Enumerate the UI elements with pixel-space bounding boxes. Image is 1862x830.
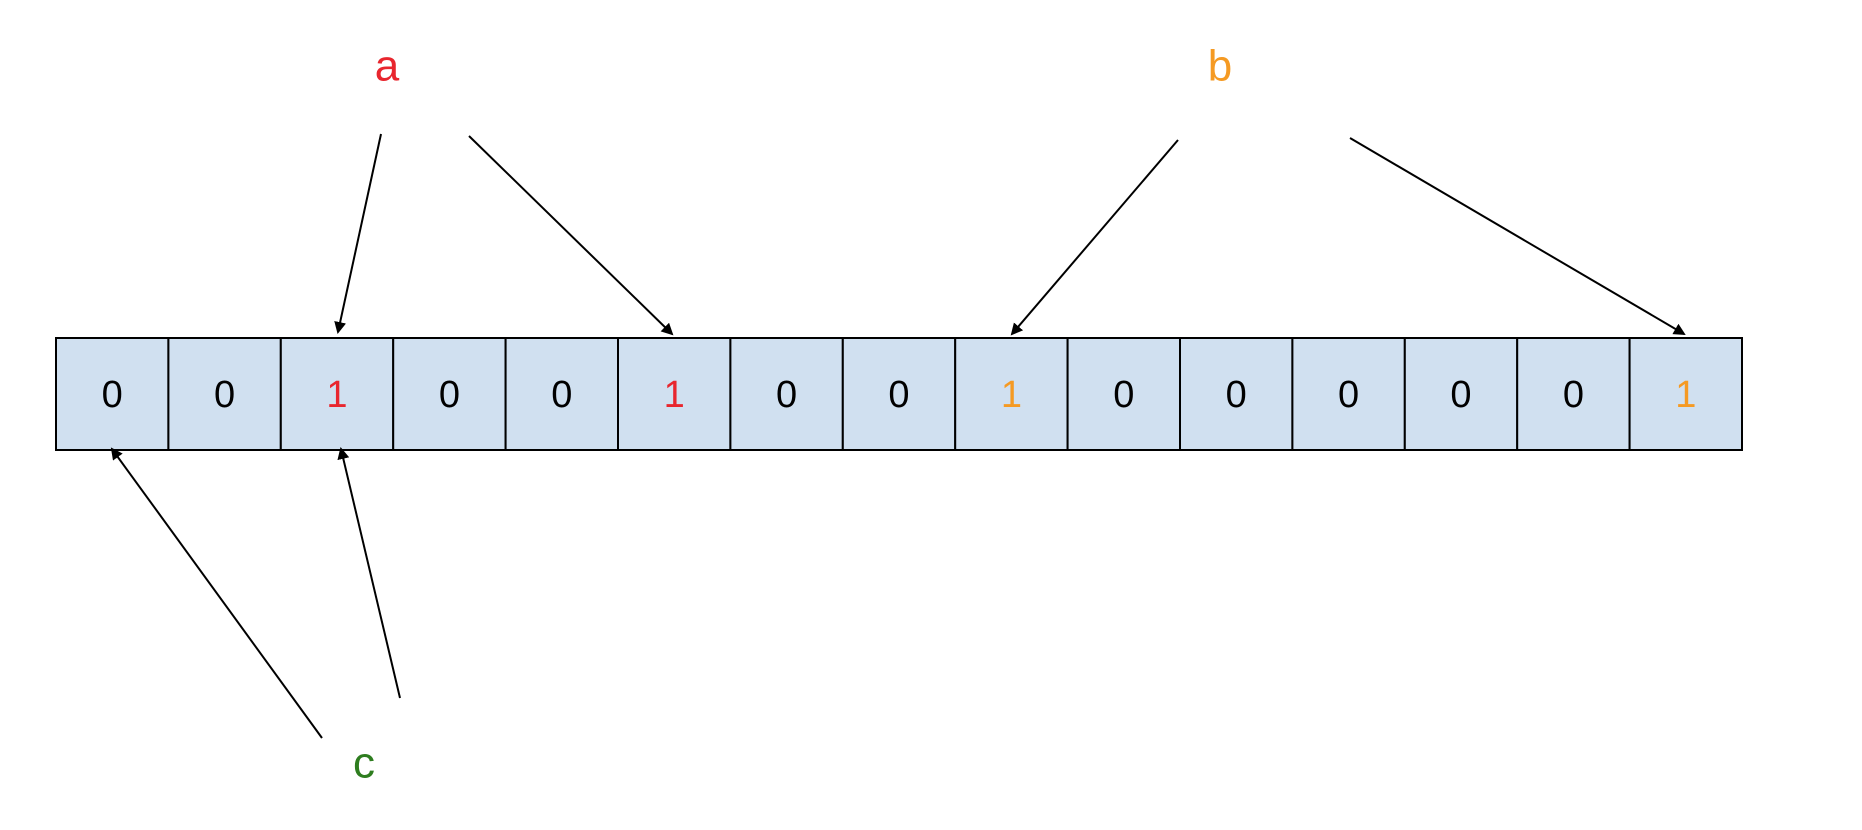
label-c: c: [353, 739, 375, 788]
bit-cell-5: [504, 337, 620, 451]
bit-value-4: 0: [439, 374, 460, 416]
bit-cell-2: [167, 337, 282, 451]
bit-cell-3: [279, 337, 395, 451]
bit-value-10: 0: [1113, 374, 1134, 416]
bit-value-3: 1: [326, 374, 347, 416]
bit-value-14: 0: [1563, 374, 1584, 416]
bit-value-1: 0: [102, 374, 123, 416]
bit-value-5: 0: [551, 374, 572, 416]
arrow-b-to-cell-9: [1010, 139, 1179, 336]
arrow-c-to-cell-1: [110, 447, 323, 739]
bit-value-15: 1: [1675, 374, 1696, 416]
bit-value-9: 1: [1001, 374, 1022, 416]
arrow-a-to-cell-3: [334, 133, 382, 334]
label-a: a: [375, 42, 400, 91]
bit-cell-7: [729, 337, 844, 451]
bit-cells: 0 0 1 0 0 1 0 0 1 0 0 0 0 0 1: [55, 337, 1743, 451]
bit-cell-13: [1403, 337, 1519, 451]
bit-cell-6: [617, 337, 732, 451]
bit-cell-8: [841, 337, 957, 451]
arrow-b-to-cell-15: [1349, 137, 1686, 336]
bit-cell-12: [1291, 337, 1406, 451]
bit-value-6: 1: [664, 374, 685, 416]
bit-cell-9: [954, 337, 1069, 451]
bit-value-8: 0: [888, 374, 909, 416]
label-b: b: [1208, 42, 1232, 91]
bit-cell-14: [1516, 337, 1631, 451]
bit-cell-10: [1066, 337, 1181, 451]
bit-cell-1: [55, 337, 170, 451]
bit-cell-15: [1628, 337, 1743, 451]
bit-value-11: 0: [1226, 374, 1247, 416]
arrow-a-to-cell-6: [468, 135, 674, 336]
bit-value-2: 0: [214, 374, 235, 416]
arrow-c-to-cell-3: [337, 447, 401, 699]
bit-value-7: 0: [776, 374, 797, 416]
bit-value-12: 0: [1338, 374, 1359, 416]
bit-value-13: 0: [1450, 374, 1471, 416]
